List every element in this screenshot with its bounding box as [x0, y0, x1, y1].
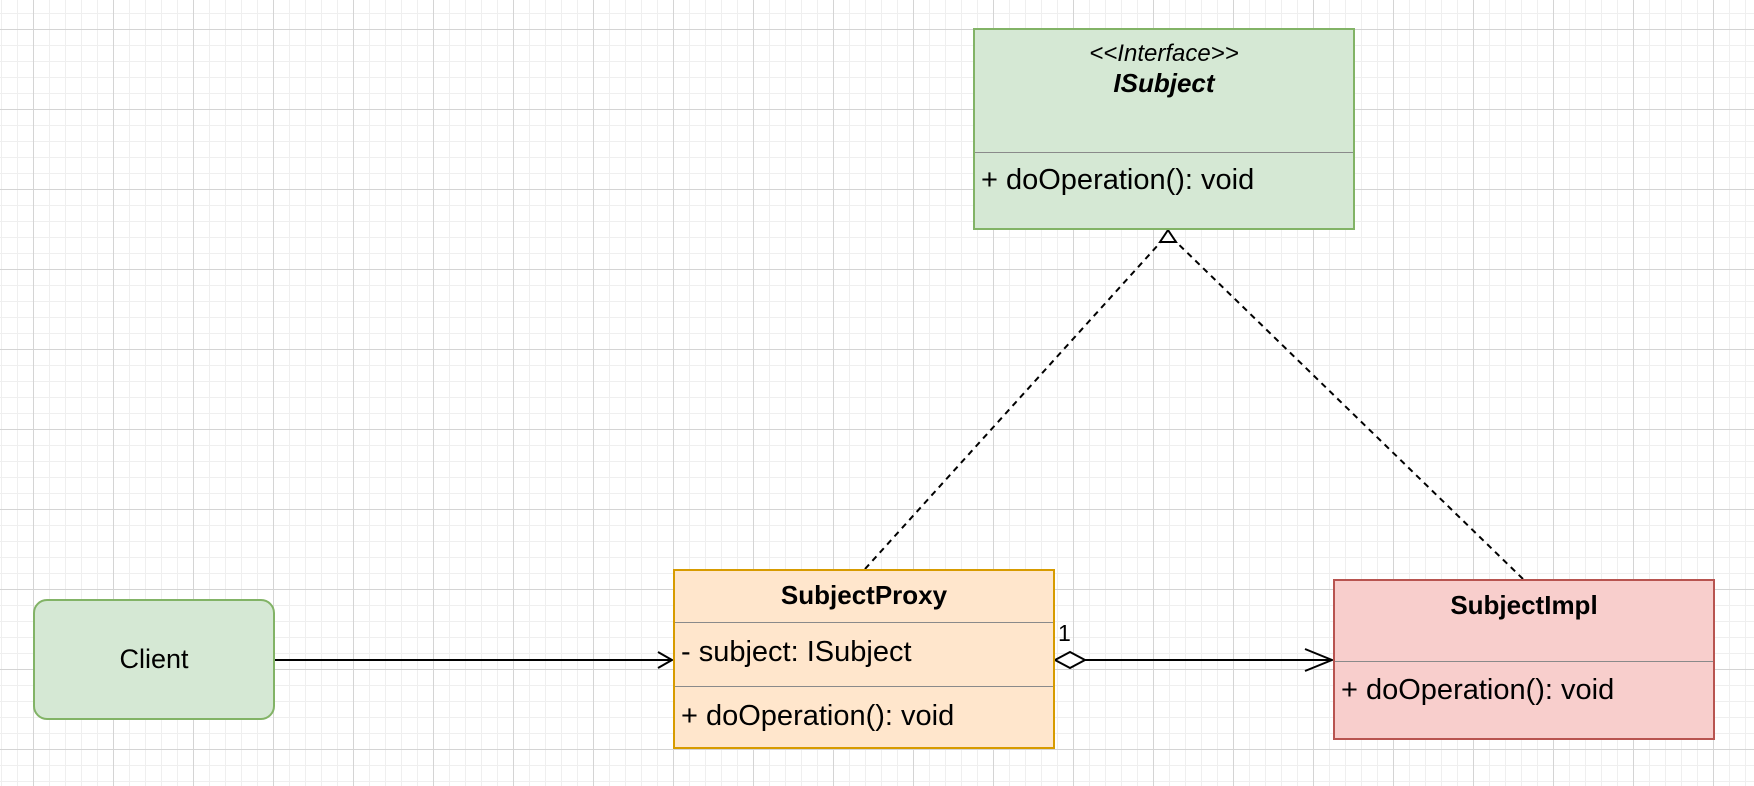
subjectimpl-class-box[interactable]: SubjectImpl + doOperation(): void — [1333, 579, 1715, 740]
subjectproxy-name: SubjectProxy — [780, 580, 948, 610]
subjectproxy-methods: + doOperation(): void — [675, 686, 1053, 747]
realization-line-proxy — [864, 233, 1169, 570]
aggregation-arrowhead — [1304, 648, 1335, 672]
subjectproxy-header: SubjectProxy — [675, 571, 1053, 622]
subjectproxy-attribute: - subject: ISubject — [681, 636, 912, 668]
aggregation-diamond — [1052, 650, 1088, 670]
isubject-methods: + doOperation(): void — [975, 152, 1353, 228]
client-box[interactable]: Client — [33, 599, 275, 720]
association-arrowhead-client — [657, 651, 675, 669]
isubject-header: <<Interface>> ISubject — [975, 30, 1353, 152]
subjectproxy-attributes: - subject: ISubject — [675, 622, 1053, 686]
client-label: Client — [119, 644, 189, 674]
subjectimpl-name: SubjectImpl — [1450, 590, 1598, 620]
subjectimpl-methods: + doOperation(): void — [1335, 661, 1713, 738]
isubject-method: + doOperation(): void — [981, 164, 1255, 196]
subjectimpl-header: SubjectImpl — [1335, 581, 1713, 661]
subjectproxy-class-box[interactable]: SubjectProxy - subject: ISubject + doOpe… — [673, 569, 1055, 749]
realization-arrowhead — [1158, 228, 1178, 243]
interface-name: ISubject — [1113, 68, 1215, 98]
subjectproxy-method: + doOperation(): void — [681, 700, 955, 732]
subjectimpl-method: + doOperation(): void — [1341, 674, 1615, 706]
realization-line-impl — [1167, 233, 1524, 580]
isubject-interface-box[interactable]: <<Interface>> ISubject + doOperation(): … — [973, 28, 1355, 230]
interface-stereotype: <<Interface>> — [1089, 40, 1239, 67]
aggregation-multiplicity: 1 — [1058, 620, 1071, 646]
